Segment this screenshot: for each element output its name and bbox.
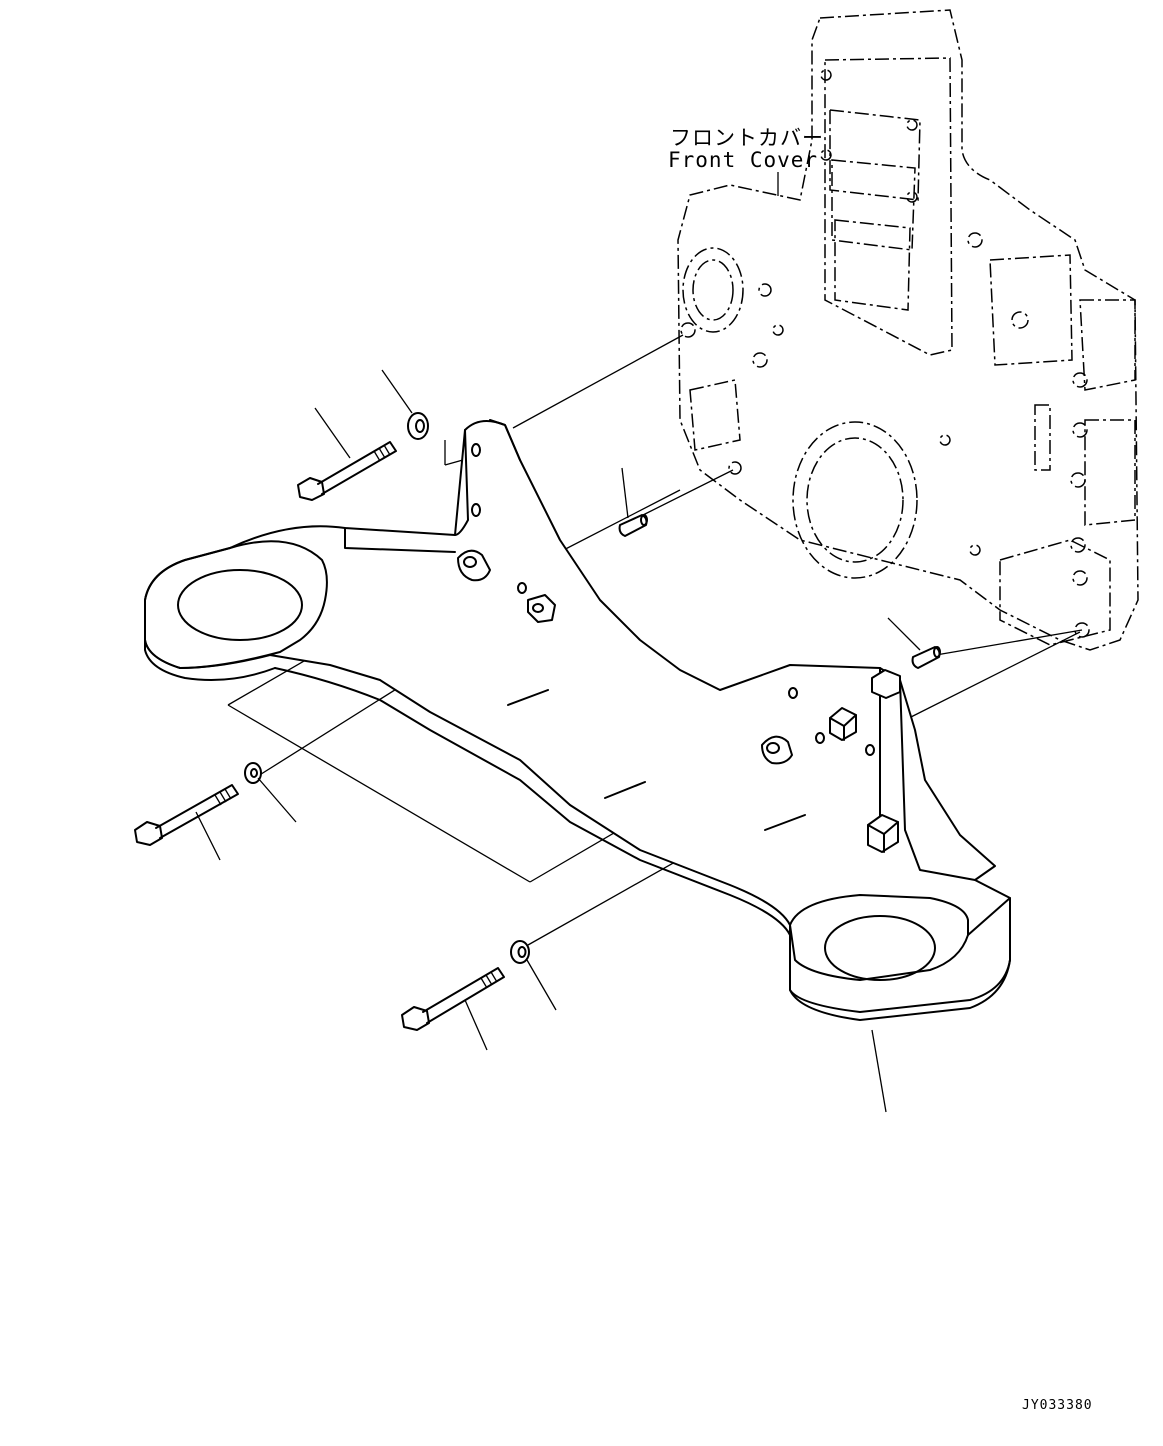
dowel-pin-icon [618,514,941,669]
front-cover-label-jp: フロントカバー [670,126,824,150]
leader-lines [195,369,921,1113]
front-cover-icon [677,9,1139,651]
front-cover-label-en: Front Cover [668,148,819,172]
bolt-icon [134,441,505,1031]
washer-icon [244,412,530,964]
bracket-icon [144,419,1011,1021]
drawing-code: JY033380 [1022,1398,1093,1413]
